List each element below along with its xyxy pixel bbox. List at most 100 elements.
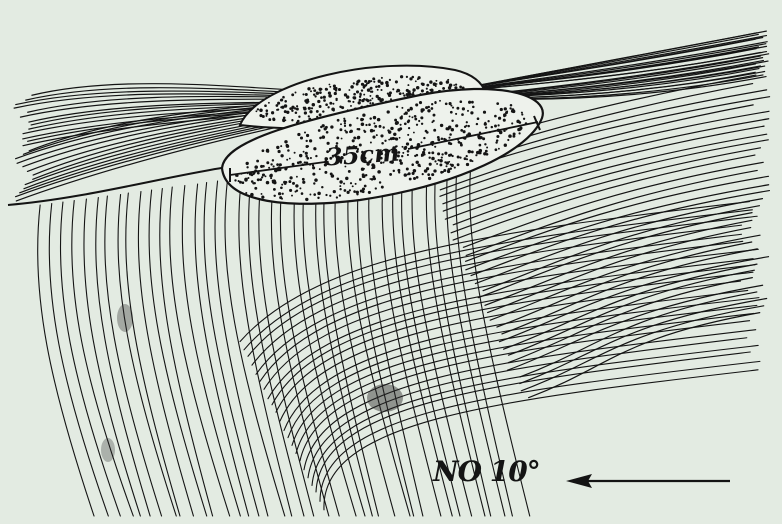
stipple-dot [426,84,429,87]
stipple-dot [415,80,417,82]
stipple-dot [407,154,409,156]
stipple-dot [398,90,400,92]
stipple-dot [467,125,469,127]
stipple-dot [302,181,305,184]
stipple-dot [311,107,313,109]
stipple-dot [402,92,404,94]
stipple-dot [434,101,436,103]
stipple-dot [295,112,298,115]
stipple-dot [455,83,457,85]
stipple-dot [471,160,473,162]
stipple-dot [465,125,467,127]
stipple-dot [503,119,506,122]
stipple-dot [466,121,468,123]
stipple-dot [510,104,513,107]
stipple-dot [341,138,343,140]
stipple-dot [359,99,362,102]
stipple-dot [479,144,482,147]
stipple-dot [266,181,270,185]
stipple-dot [359,178,362,181]
stipple-dot [378,85,381,88]
stipple-dot [317,192,321,196]
stipple-dot [376,134,378,136]
stipple-dot [339,128,342,131]
stipple-dot [286,144,289,147]
stipple-dot [361,123,365,127]
stipple-dot [453,84,455,86]
stipple-dot [494,115,497,118]
stipple-dot [436,163,438,165]
stipple-dot [280,145,282,147]
stipple-dot [349,189,351,191]
stipple-dot [381,186,384,189]
stipple-dot [496,102,499,105]
stipple-dot [284,140,287,143]
stipple-dot [296,108,299,111]
stipple-dot [507,139,509,141]
stipple-dot [441,137,444,140]
stipple-dot [412,88,415,91]
stipple-dot [335,98,337,100]
stipple-dot [427,109,430,112]
stipple-dot [324,127,327,130]
stipple-dot [259,178,262,181]
stipple-dot [325,88,328,91]
stipple-dot [466,155,468,157]
dark-spot [367,384,403,412]
stipple-dot [377,97,381,101]
stipple-dot [299,154,302,157]
stipple-dot [344,125,346,127]
stipple-dot [346,95,349,98]
stipple-dot [417,164,420,167]
stipple-dot [445,165,447,167]
stipple-dot [446,161,449,164]
stipple-dot [312,173,315,176]
stipple-dot [291,119,293,121]
stipple-dot [306,140,308,142]
stipple-dot [303,107,305,109]
stipple-dot [506,111,508,113]
stipple-dot [415,161,418,164]
stipple-dot [357,79,360,82]
stipple-dot [250,193,254,197]
stipple-dot [375,187,377,189]
stipple-dot [299,187,301,189]
stipple-dot [344,189,347,192]
stipple-dot [429,80,432,83]
stipple-dot [425,106,428,109]
stipple-dot [369,102,371,104]
stipple-dot [317,100,320,103]
stipple-dot [381,98,384,101]
stipple-dot [468,150,472,154]
stipple-dot [363,94,365,96]
stipple-dot [294,152,296,154]
stipple-dot [439,163,442,166]
stipple-dot [434,160,436,162]
stipple-dot [318,129,321,132]
stipple-dot [400,124,402,126]
stipple-dot [519,127,522,130]
stipple-dot [433,169,436,172]
stipple-dot [265,175,267,177]
stipple-dot [495,141,497,143]
stipple-dot [478,136,481,139]
stipple-dot [466,163,469,166]
stipple-dot [325,103,328,106]
stipple-dot [286,159,288,161]
stipple-dot [266,115,268,117]
stipple-dot [281,184,283,186]
stipple-dot [426,88,428,90]
stipple-dot [373,78,375,80]
stipple-dot [498,117,501,120]
stipple-dot [401,155,403,157]
stipple-dot [396,106,398,108]
stipple-dot [319,137,322,140]
stipple-dot [304,161,306,163]
stipple-dot [344,130,346,132]
stipple-dot [416,124,418,126]
stipple-dot [471,101,474,104]
stipple-dot [482,137,485,140]
stipple-dot [331,108,335,112]
stipple-dot [454,167,456,169]
